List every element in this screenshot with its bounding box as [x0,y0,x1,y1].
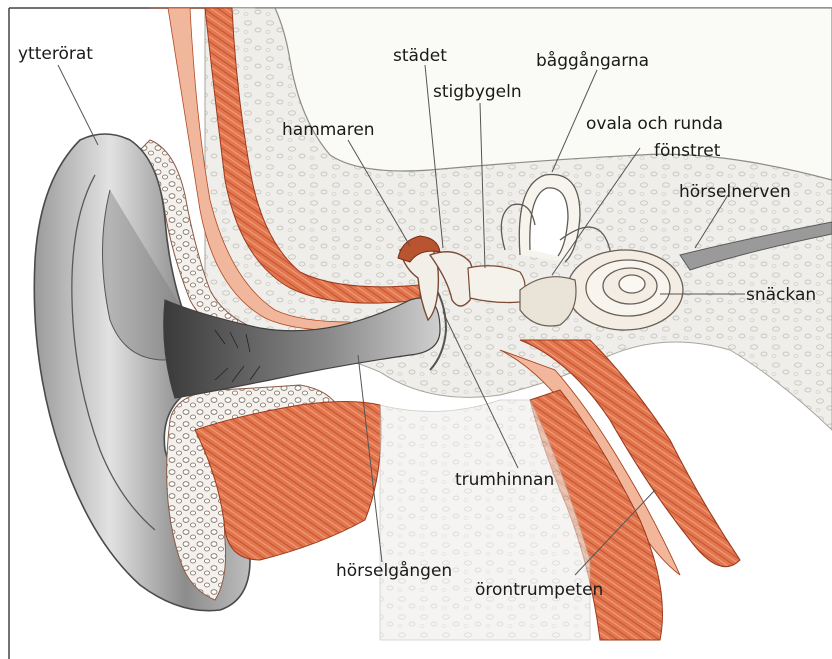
ossicle-stirrup [468,266,525,303]
label-ovala-och-runda: ovala och runda [586,114,723,134]
label-orontrumpeten: örontrumpeten [475,580,603,600]
label-fonstret: fönstret [654,141,720,161]
vestibule [520,277,576,326]
label-snackan: snäckan [746,285,816,305]
label-hammaren: hammaren [282,120,375,140]
cochlea [567,250,683,330]
label-trumhinnan: trumhinnan [455,470,554,490]
label-horselnerven: hörselnerven [679,182,791,202]
label-horselgangen: hörselgången [336,561,452,581]
label-ytterorat: ytterörat [18,44,93,64]
label-stadet: städet [393,46,447,66]
label-stigbygeln: stigbygeln [433,82,522,102]
label-baggangarna: båggångarna [536,51,649,71]
cranial-cavity [255,8,832,180]
